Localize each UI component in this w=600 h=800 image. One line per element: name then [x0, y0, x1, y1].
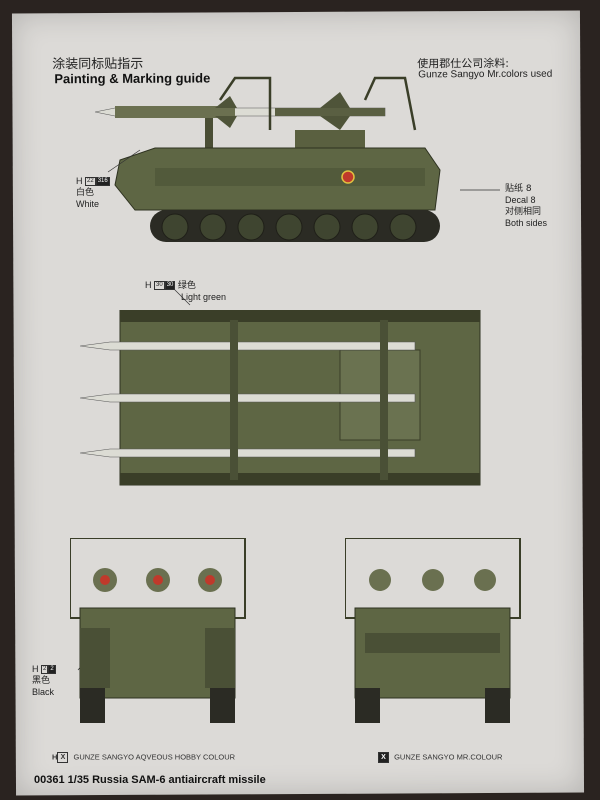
- top-view-illustration: [80, 310, 481, 486]
- callout-decal: 贴纸 8 Decal 8 对侧相同 Both sides: [505, 184, 548, 228]
- front-view-illustration: [70, 538, 246, 723]
- legend-mr-colour: X GUNZE SANGYO MR.COLOUR: [378, 752, 502, 763]
- side-view-illustration: [95, 76, 441, 242]
- rear-view-illustration: [345, 538, 521, 723]
- footer-product-title: 00361 1/35 Russia SAM-6 antiaircraft mis…: [34, 774, 266, 786]
